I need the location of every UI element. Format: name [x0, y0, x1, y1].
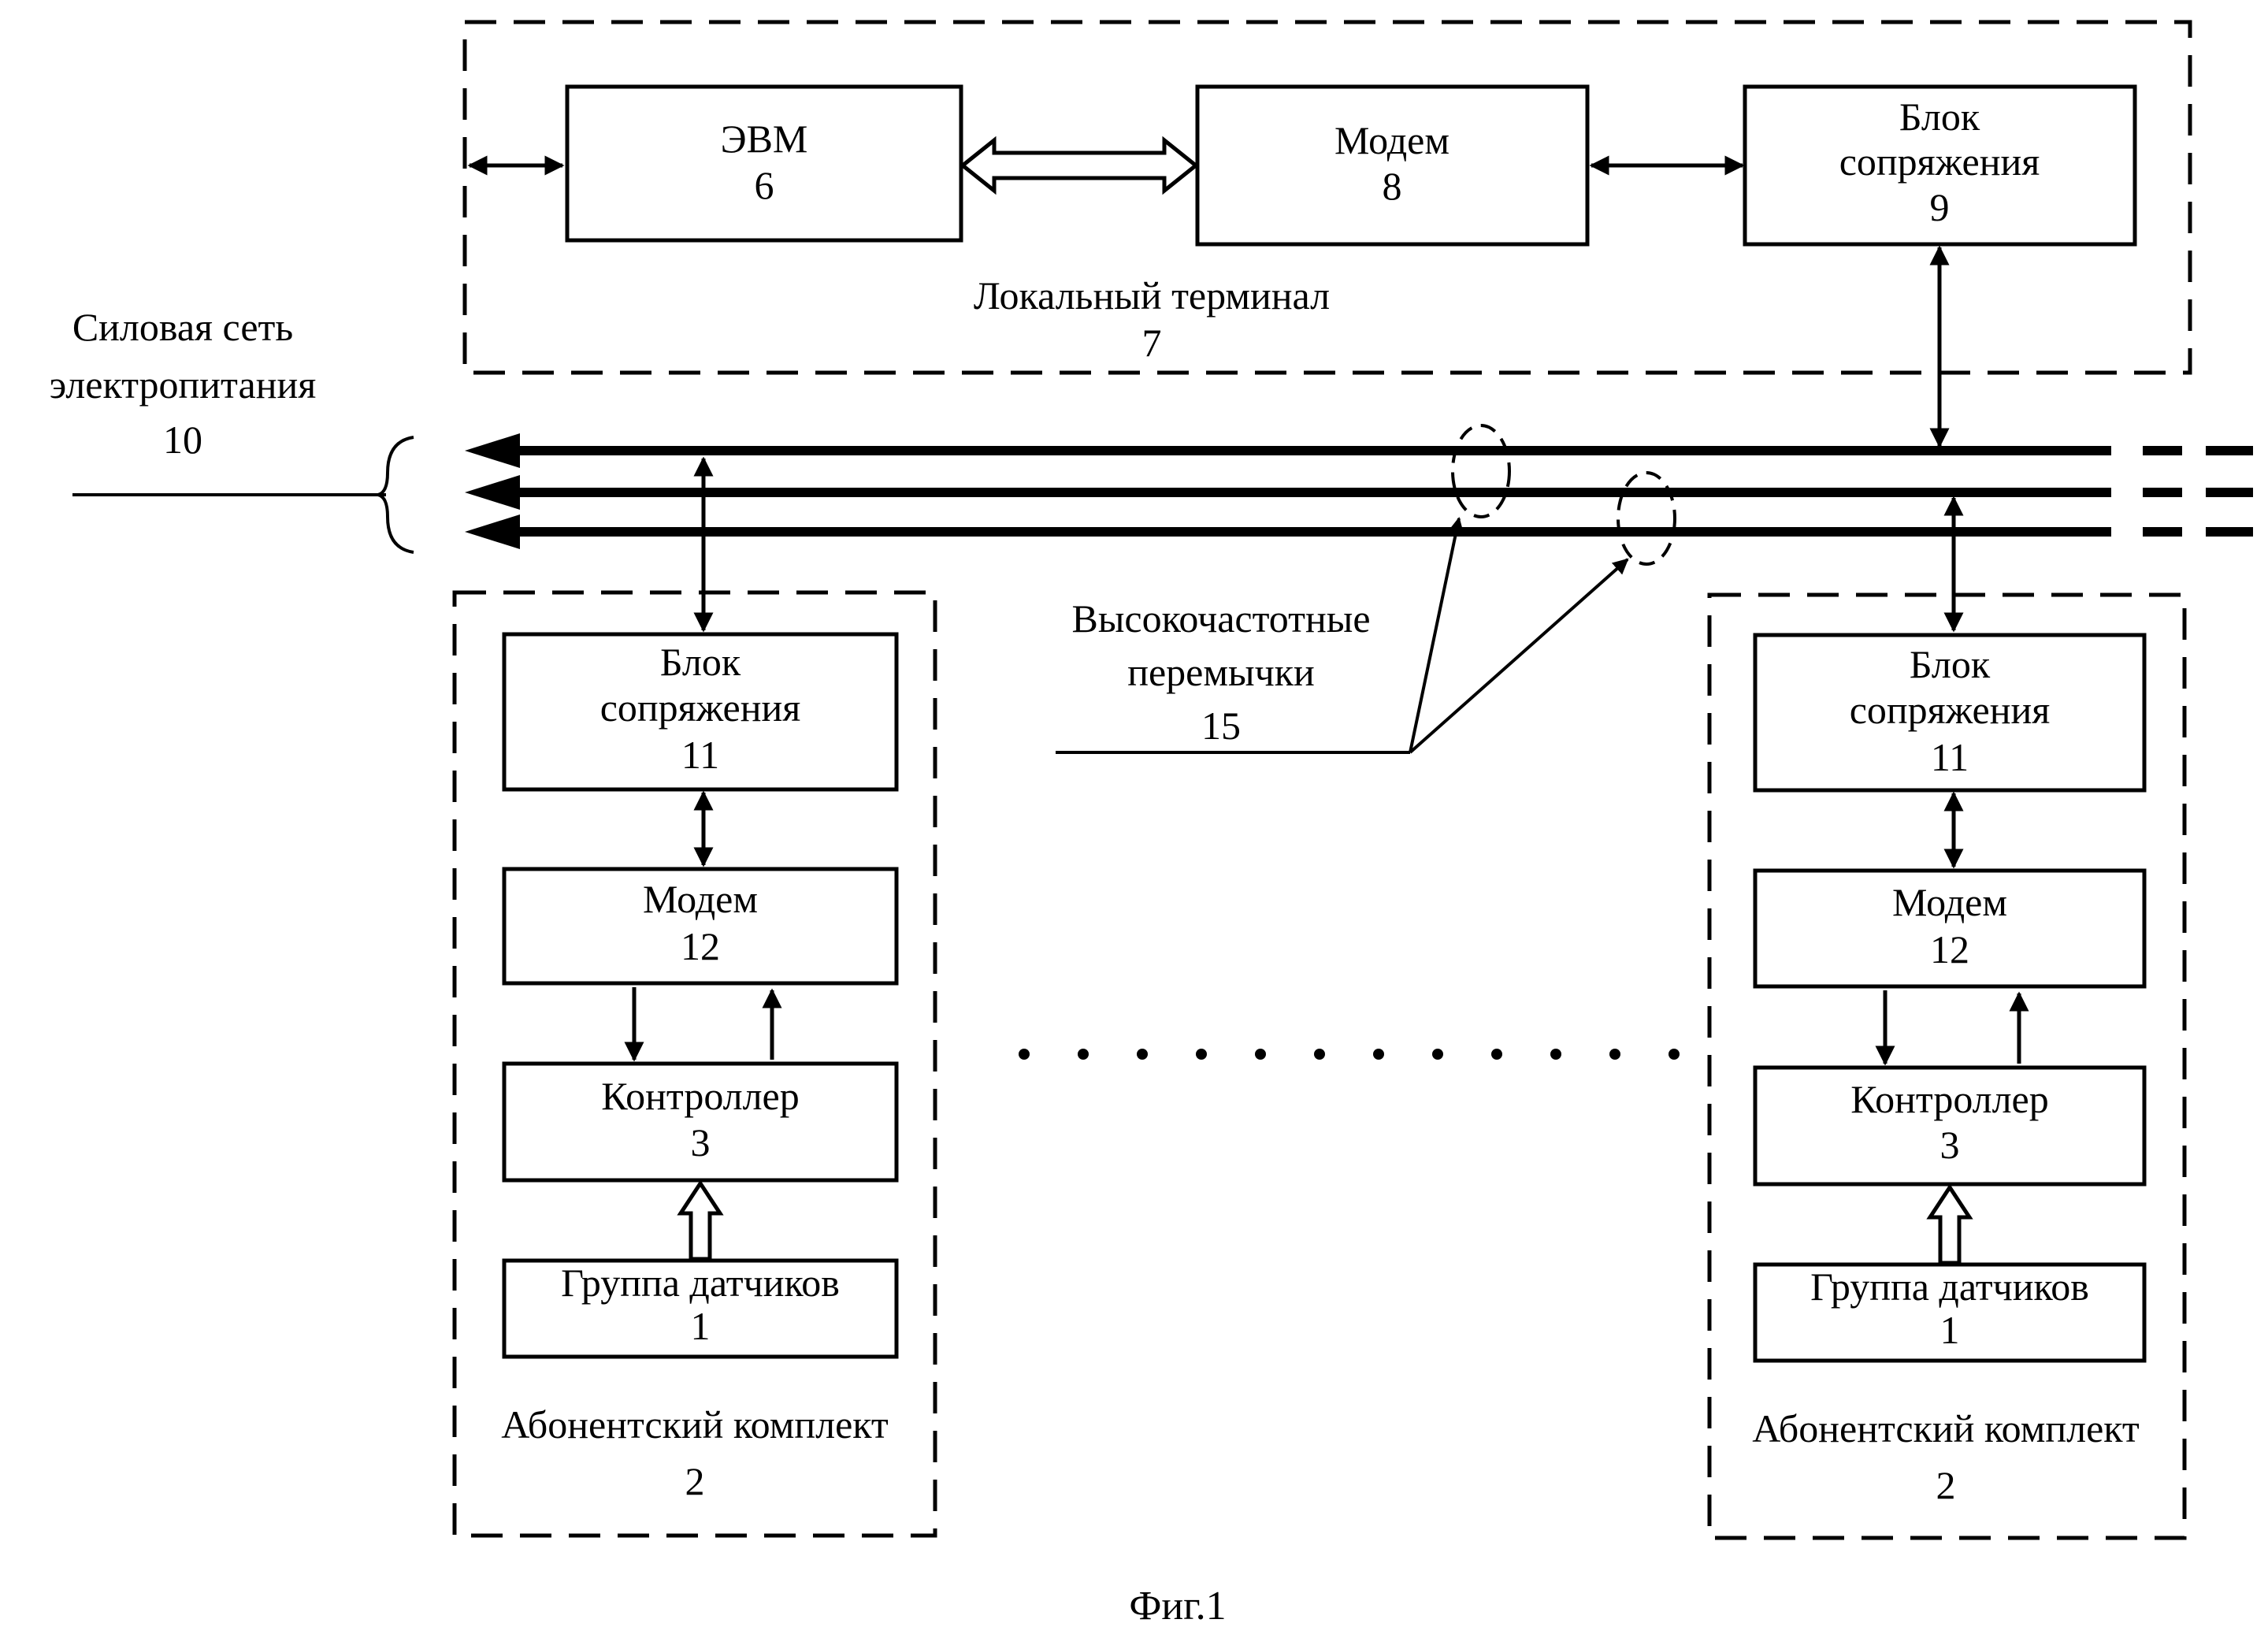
jumpers-label-line1: Высокочастотные — [1071, 596, 1370, 641]
computer-modem-bus-arrow — [963, 140, 1196, 191]
subscriber-kit-title: Абонентский комплект — [501, 1402, 889, 1447]
interface-9-label-line2: сопряжения — [1839, 139, 2040, 184]
sensors-to-controller-hollow-arrow — [1930, 1187, 1969, 1263]
power-wires — [465, 433, 2253, 549]
power-network-label-line1: Силовая сеть — [72, 305, 293, 349]
subscriber-kit-title: Абонентский комплект — [1752, 1406, 2140, 1450]
ellipsis-dots — [1019, 1049, 1680, 1060]
figure-caption: Фиг.1 — [1129, 1584, 1226, 1629]
controller-label: Контроллер — [1850, 1077, 2049, 1121]
subscriber-kit-left: Блок сопряжения 11 Модем 12 Контроллер 3… — [455, 459, 935, 1536]
power-network-label-line2: электропитания — [50, 362, 316, 407]
power-network-number: 10 — [163, 418, 202, 462]
subscriber-kit-number: 2 — [1936, 1463, 1956, 1507]
jumpers-leader-2 — [1410, 559, 1628, 752]
modem-12-number: 12 — [1930, 927, 1969, 971]
sensors-number: 1 — [1940, 1308, 1960, 1352]
hf-jumper-2 — [1618, 473, 1675, 564]
interface-11-label-line1: Блок — [1910, 642, 1991, 686]
controller-number: 3 — [1940, 1123, 1960, 1167]
jumpers-number: 15 — [1201, 704, 1241, 748]
modem-8-label: Модем — [1334, 118, 1450, 162]
modem-12-label: Модем — [1892, 880, 2007, 924]
sensors-label: Группа датчиков — [561, 1261, 840, 1305]
interface-11-label-line1: Блок — [660, 640, 741, 684]
subscriber-kit-number: 2 — [685, 1459, 705, 1503]
modem-12-number: 12 — [681, 924, 720, 968]
interface-9-number: 9 — [1930, 185, 1950, 229]
interface-11-number: 11 — [1931, 735, 1969, 779]
controller-label: Контроллер — [601, 1074, 800, 1118]
controller-number: 3 — [691, 1120, 711, 1164]
sensors-number: 1 — [691, 1304, 711, 1348]
jumpers-label-line2: перемычки — [1127, 650, 1315, 694]
computer-label: ЭВМ — [721, 117, 808, 161]
local-terminal-number: 7 — [1142, 321, 1162, 365]
computer-number: 6 — [755, 163, 774, 207]
modem-8-number: 8 — [1383, 164, 1402, 208]
local-terminal-title: Локальный терминал — [974, 273, 1330, 318]
interface-9-label-line1: Блок — [1899, 95, 1980, 139]
sensors-label: Группа датчиков — [1810, 1265, 2089, 1309]
hf-jumper-1 — [1453, 425, 1509, 517]
sensors-to-controller-hollow-arrow — [681, 1183, 720, 1259]
modem-12-label: Модем — [643, 877, 758, 921]
interface-11-number: 11 — [681, 733, 719, 777]
interface-11-label-line2: сопряжения — [1850, 688, 2051, 732]
subscriber-kit-right: Блок сопряжения 11 Модем 12 Контроллер 3… — [1709, 498, 2184, 1538]
interface-11-label-line2: сопряжения — [600, 685, 801, 730]
